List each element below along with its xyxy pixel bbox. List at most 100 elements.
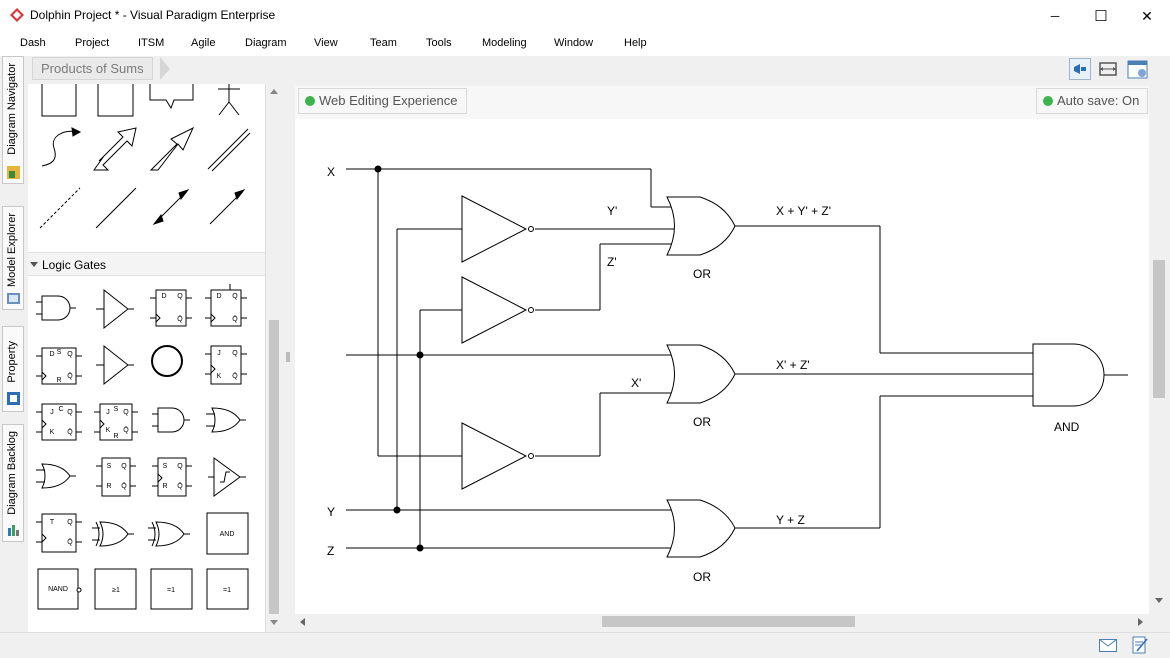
ff-label-qbar-5: Q̄ <box>67 428 73 436</box>
notes-icon[interactable] <box>1132 636 1148 654</box>
scroll-down-icon[interactable] <box>270 620 278 625</box>
breadcrumb-arrow <box>160 57 170 80</box>
palette-double-arrow-line-shape[interactable] <box>154 190 188 224</box>
maximize-button[interactable]: ☐ <box>1078 0 1124 32</box>
hscroll-left-icon[interactable] <box>300 618 305 626</box>
menu-project[interactable]: Project <box>75 37 109 49</box>
layout-window-icon[interactable] <box>1127 59 1149 81</box>
minimize-button[interactable]: ─ <box>1032 0 1078 32</box>
diagram-canvas[interactable]: X Y Z Y' Z' X' X + Y' + Z' X' + Z' Y + Z… <box>295 119 1149 614</box>
ff-label-k-2: K <box>50 429 55 436</box>
ff-label-k-3: K <box>106 427 111 434</box>
tab-property[interactable]: Property <box>2 326 24 412</box>
inverter-x[interactable] <box>462 423 534 489</box>
or-gate-3[interactable] <box>667 500 735 557</box>
palette-double-line-shape[interactable] <box>208 129 250 171</box>
palette-dashed-line-shape[interactable] <box>40 188 80 228</box>
palette-line-shape[interactable] <box>96 188 136 228</box>
palette-and-gate-2[interactable] <box>152 408 190 432</box>
close-button[interactable]: ✕ <box>1124 0 1170 32</box>
palette-scroll-thumb[interactable] <box>269 320 279 614</box>
ff-label-r-3: R <box>106 483 111 490</box>
palette-or-gate-2[interactable] <box>36 464 76 488</box>
palette-xor-gate[interactable] <box>92 522 134 546</box>
logic-circuit-diagram[interactable]: X Y Z Y' Z' X' X + Y' + Z' X' + Z' Y + Z… <box>295 119 1149 614</box>
menu-team[interactable]: Team <box>370 37 397 49</box>
canvas-horizontal-scroll-thumb[interactable] <box>602 616 855 627</box>
box-label-nand: NAND <box>48 586 68 593</box>
tab-model-explorer[interactable]: Model Explorer <box>2 206 24 310</box>
ff-label-qbar-6: Q̄ <box>123 426 129 434</box>
menu-agile[interactable]: Agile <box>191 37 215 49</box>
web-editing-badge[interactable]: Web Editing Experience <box>298 88 467 114</box>
output-label-or3: Y + Z <box>776 513 805 527</box>
menu-dash[interactable]: Dash <box>20 37 46 49</box>
fit-to-window-icon[interactable] <box>1097 58 1119 80</box>
menu-itsm[interactable]: ITSM <box>138 37 164 49</box>
palette-block-arrow-shape[interactable] <box>151 128 193 170</box>
pane-splitter[interactable] <box>282 84 294 632</box>
hscroll-right-icon[interactable] <box>1138 618 1143 626</box>
announcement-icon[interactable] <box>1069 58 1091 80</box>
gate-label-or2: OR <box>693 415 711 429</box>
palette-xnor-gate[interactable] <box>148 522 190 546</box>
menu-diagram[interactable]: Diagram <box>245 37 287 49</box>
palette-rectangle-shape[interactable] <box>98 84 133 116</box>
ff-label-r-2: R <box>113 433 118 440</box>
palette-arrow-line-shape[interactable] <box>210 190 244 224</box>
input-label-x: X <box>327 165 335 179</box>
palette-t-flipflop[interactable] <box>36 514 82 552</box>
menu-help[interactable]: Help <box>624 37 647 49</box>
or-gate-2[interactable] <box>667 345 735 403</box>
tab-diagram-backlog[interactable]: Diagram Backlog <box>2 424 24 542</box>
side-tab-rail: Diagram Navigator Model Explorer Propert… <box>0 56 26 658</box>
palette-sr-latch[interactable] <box>96 458 136 496</box>
palette-schmitt-trigger[interactable] <box>208 458 246 496</box>
diagram-navigator-icon <box>6 165 21 180</box>
tab-model-explorer-label: Model Explorer <box>6 213 18 287</box>
web-editing-label: Web Editing Experience <box>319 93 458 108</box>
palette-actor-shape[interactable] <box>218 84 240 115</box>
canvas-vertical-scroll-thumb[interactable] <box>1153 260 1165 398</box>
menu-window[interactable]: Window <box>554 37 593 49</box>
palette-lamp-shape[interactable] <box>152 346 182 376</box>
tab-diagram-navigator[interactable]: Diagram Navigator <box>2 56 24 184</box>
palette-curve-arrow-shape[interactable] <box>42 128 80 166</box>
palette-d-flipflop[interactable] <box>150 290 192 326</box>
palette-callout-shape[interactable] <box>150 84 193 108</box>
vscroll-down-icon[interactable] <box>1155 598 1163 603</box>
tab-diagram-backlog-label: Diagram Backlog <box>6 431 18 515</box>
inverter-y[interactable] <box>462 196 534 262</box>
palette-sr-flipflop[interactable] <box>152 458 192 496</box>
palette-buffer-gate-2[interactable] <box>96 346 134 384</box>
model-explorer-icon <box>6 291 21 306</box>
logic-gates-section-header[interactable]: Logic Gates <box>28 252 266 276</box>
and-gate[interactable] <box>1033 344 1104 406</box>
mail-icon[interactable] <box>1099 639 1117 652</box>
or-gate-1[interactable] <box>667 197 735 255</box>
inverter-z[interactable] <box>462 277 534 343</box>
ff-label-qbar-4: Q̄ <box>232 372 238 380</box>
auto-save-badge[interactable]: Auto save: On <box>1036 88 1148 114</box>
ff-label-q: Q <box>177 293 183 300</box>
menu-modeling[interactable]: Modeling <box>482 37 527 49</box>
palette-and-gate[interactable] <box>36 296 76 320</box>
menu-view[interactable]: View <box>314 37 338 49</box>
palette-note-shape[interactable] <box>42 84 76 116</box>
palette-d-flipflop-clr[interactable] <box>205 284 247 326</box>
palette-buffer-gate[interactable] <box>96 290 134 328</box>
property-icon <box>6 391 21 406</box>
menu-tools[interactable]: Tools <box>426 37 452 49</box>
palette-jk-flipflop[interactable] <box>205 346 247 384</box>
palette-double-block-arrow-shape[interactable] <box>94 128 136 170</box>
scroll-up-icon[interactable] <box>270 89 278 94</box>
gate-label-or3: OR <box>693 570 711 584</box>
breadcrumb[interactable]: Products of Sums <box>32 57 153 80</box>
wire-label-y-not: Y' <box>607 204 617 218</box>
gate-label-and: AND <box>1054 420 1080 434</box>
palette-or-gate[interactable] <box>206 408 246 432</box>
ff-label-q-8: Q <box>177 463 183 470</box>
collapse-chevron-icon <box>30 262 38 268</box>
ff-label-qbar-9: Q̄ <box>67 538 73 546</box>
ff-label-qbar: Q̄ <box>177 315 183 323</box>
